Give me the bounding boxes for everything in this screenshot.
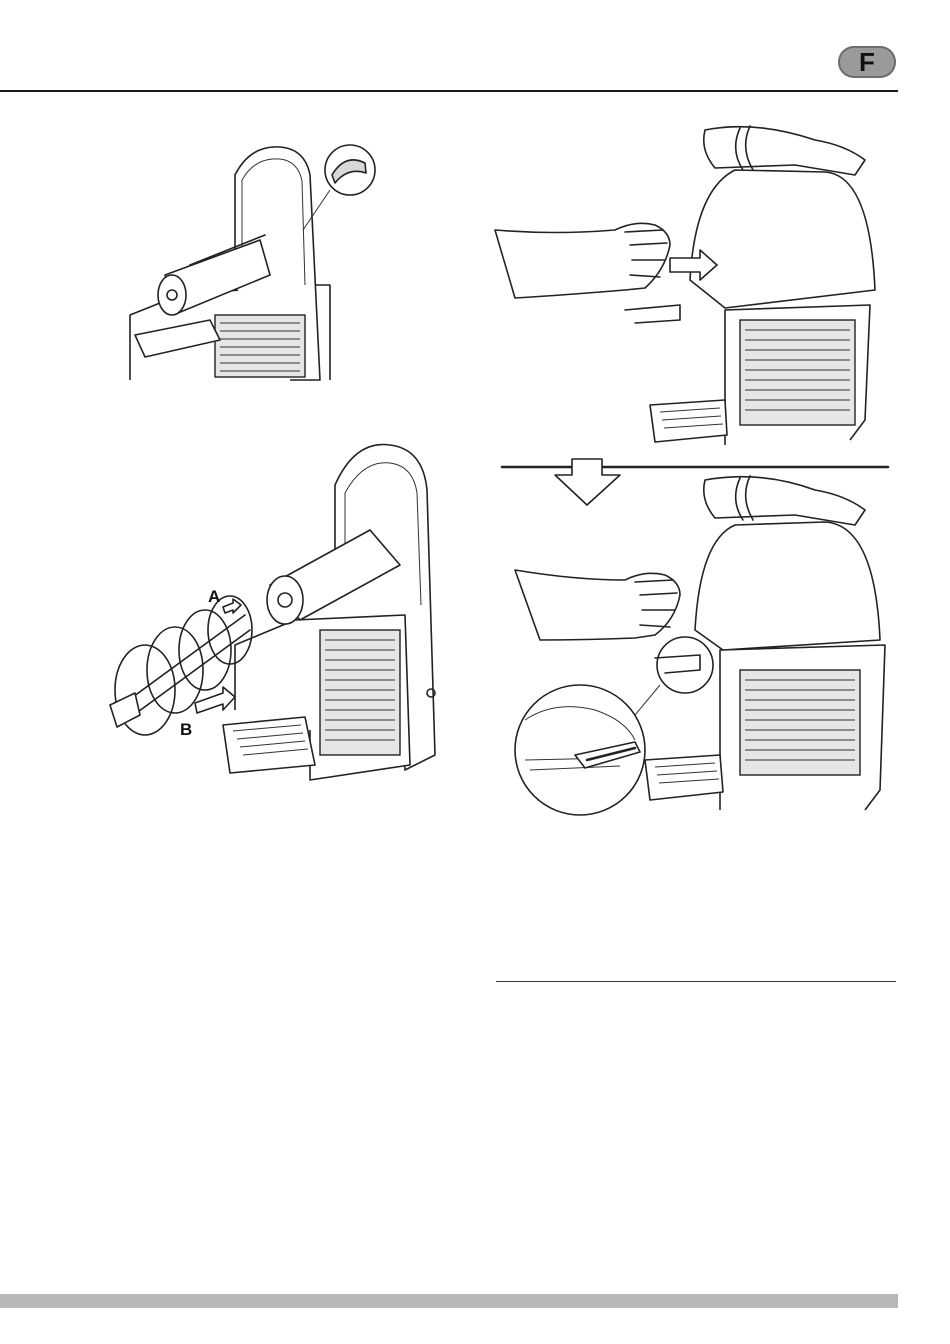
vent-grille [320, 630, 400, 755]
label-a: A [208, 587, 220, 606]
arrow-b [195, 687, 235, 713]
drip-tray [223, 717, 315, 773]
upper-hand [704, 126, 865, 175]
header-rule [0, 90, 898, 92]
language-badge: F [838, 46, 896, 78]
left-hand [515, 570, 680, 640]
lever-detail-magnifier [515, 685, 645, 815]
figure-lid-lever-detail [495, 470, 895, 830]
vent-grille [740, 320, 855, 425]
upper-hand [704, 476, 865, 525]
vent-grille [215, 315, 305, 377]
beater-spiral [110, 596, 252, 735]
label-b: B [180, 720, 192, 739]
drip-tray [645, 755, 723, 800]
figure-bowl-removed [120, 135, 390, 385]
drip-tray [650, 400, 727, 442]
figure-beater-assembly: A B [105, 435, 450, 790]
vent-grille [740, 670, 860, 775]
section-rule [496, 981, 896, 982]
figure-lid-push [495, 120, 895, 460]
gasket-detail-magnifier [303, 145, 375, 230]
arrow-a [223, 599, 241, 613]
left-hand [495, 223, 670, 298]
footer-bar [0, 1294, 898, 1308]
